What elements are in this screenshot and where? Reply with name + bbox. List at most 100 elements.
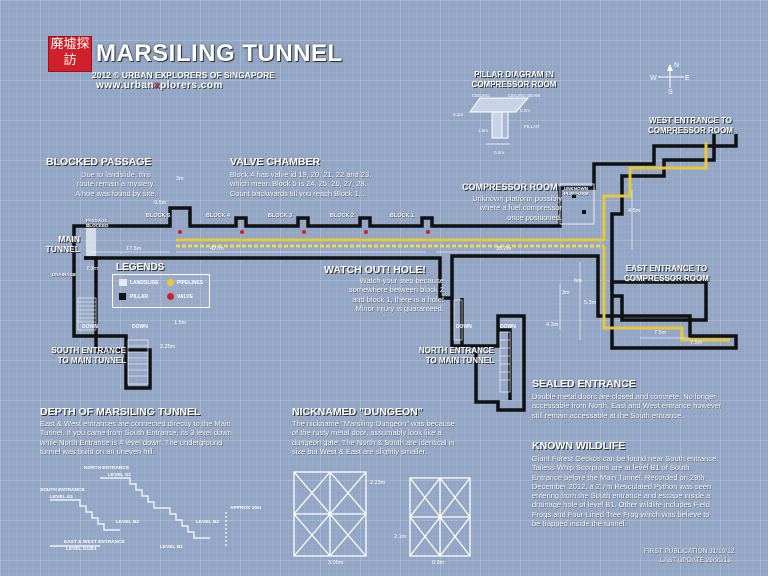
legends-title: LEGENDS [116,262,165,273]
compressor-line: Unknown platform possibly [472,194,562,203]
depth-line: East & West entrances are connected dire… [40,419,231,428]
dungeon-line: The nickname "Marsiling Dungeon" was bec… [292,419,455,428]
legend-pipelines: PIPELINES [177,280,204,286]
valves [178,230,430,234]
depth-stairs-south [50,499,120,531]
dim-225m: 2.25m [160,344,176,350]
sealed-entrance-text: Double metal doors are closed and concre… [532,392,760,420]
blocked-line: route remain a mystery. [76,179,156,189]
dim-43m: 4.3m [546,322,559,328]
block-2-label: BLOCK 2 [330,213,355,219]
main-tunnel-1: MAIN [58,234,80,244]
pillar-title-2: COMPRESSOR ROOM [471,80,557,89]
wildlife-line: Giant Forest Geckos can be found near So… [532,454,719,463]
depth-level-b3-b: LEVEL B3 [196,520,219,525]
south-1: SOUTH ENTRANCE [51,346,126,355]
first-publication: FIRST PUBLICATION 31/10/12 [644,548,735,555]
depth-stairs-north [100,477,210,539]
compressor-room-title: COMPRESSOR ROOM [462,182,558,192]
dim-73m: 7.3m [86,266,99,272]
platform-2: PLATFORM [564,191,589,196]
west-1: WEST ENTRANCE TO [648,116,732,125]
pillar-dim-c: 0.2m [494,150,504,155]
valve-icon [364,230,368,234]
down-label-2: DOWN [132,324,148,330]
depth-line: while North Entrance is 4 level down. Th… [40,437,223,447]
watch-out-title: WATCH OUT! HOLE! [324,264,426,276]
valve-icon [240,230,244,234]
depth-east-west-label: EAST & WEST ENTRANCE [64,540,125,545]
depth-title: DEPTH OF MARSILING TUNNEL [40,406,201,418]
drainage-label: DRAINAGE [52,272,77,277]
main-tunnel-2: TUNNEL [45,244,80,254]
valve-line: Count backwards till you reach Block 1..… [230,188,366,198]
pillar-icon [572,194,576,198]
east-1: EAST ENTRANCE TO [625,264,708,273]
blocked-line: A hoe was found by site. [75,188,157,198]
blocked-line: Due to landslide, this [81,170,151,179]
website-prefix: www.urban [96,80,155,91]
valve-icon [302,230,306,234]
depth-south-label: SOUTH ENTRANCE [40,488,85,493]
passage-blocked-1: PASSAGE [86,218,108,223]
pillar-ceiling: CEILING [472,93,491,98]
wildlife-line: Frogs and Four-Lined Tree Frog which was… [532,509,710,519]
dim-352m: 35.2m [496,246,512,252]
down-label-4: DOWN [500,324,516,330]
wildlife-line: December 2012, a 2.7m Reticulated Python… [532,481,712,491]
last-update: LAST UPDATE 29/01/13 [660,557,731,564]
depth-text: East & West entrances are connected dire… [40,419,280,456]
dungeon-dim-w1: 3.05m [328,560,344,566]
pillar-ceiling-beam: CEILING BEAM [508,93,540,98]
valve-line: which mean Block 5 is 24, 25, 26, 27, 28… [230,179,367,189]
pillar-dim-b: 0.2m [520,108,530,113]
website-link[interactable]: www.urbanxplorers.com [96,80,223,91]
stairs-north-1 [453,299,463,341]
sealed-line: still remain accessable at the South ent… [532,410,684,420]
down-label-1: DOWN [82,324,98,330]
legends-box: LANDSLIDE PIPELINES PILLAR VALVE [112,274,210,308]
block-4-label: BLOCK 4 [206,213,231,219]
depth-line: Tunnel. If you came from South Entrance,… [40,428,232,438]
wildlife-line: Tailess Whip Scorpions are at level B1 o… [532,463,690,473]
depth-level-g1-b: LEVEL G1 [50,495,74,500]
depth-level-g1: LEVEL G1 [108,473,132,478]
website-x: x [154,80,161,91]
dim-75m-b: 7.5m [690,340,703,346]
north-1: NORTH ENTRANCE [418,346,494,355]
dim-45m: 4.5m [628,208,641,214]
watch-line: and block 1, there is a hole! [352,294,444,304]
dim-3m-top: 3m [176,176,184,182]
dim-175m: 17.5m [126,246,142,252]
dim-3m-east: 3m [562,290,570,296]
north-branch-wall [450,298,526,412]
main-tunnel-top-wall [84,134,738,228]
west-2: COMPRESSOR ROOM [648,126,733,135]
tunnel-walls [72,134,738,412]
wildlife-text: Giant Forest Geckos can be found near So… [532,454,760,528]
block-1-label: BLOCK 1 [390,213,415,219]
compressor-room-text: Unknown platform possibly where a fuel c… [462,194,562,222]
sealed-line: Double metal doors are closed and concre… [532,392,716,401]
dim-6m: 6m [574,278,582,284]
blocked-passage-text: Due to landslide, this route remain a my… [46,170,186,198]
dim-53m: 5.3m [584,300,597,306]
compressor-line: where a fuel compressor [479,203,562,213]
compass-icon: N S W E [650,62,690,94]
compressor-line: once positioned. [507,212,562,222]
dungeon-dim-h1: 2.23m [370,480,386,486]
dungeon-dim-h2: 2.1m [394,534,407,540]
wildlife-line: Entrance before the Main Tunnel. Recorde… [532,472,705,482]
dim-75m-a: 7.5m [654,330,667,336]
website-suffix: plorers.com [160,80,223,91]
pipelines [176,142,730,342]
wildlife-line: entering from the South entrance and esc… [532,491,711,501]
unknown-platform [559,183,595,225]
landslide-legend-icon [119,279,127,286]
blocked-passage-title: BLOCKED PASSAGE [46,156,152,168]
stairs-north-2 [499,331,511,393]
